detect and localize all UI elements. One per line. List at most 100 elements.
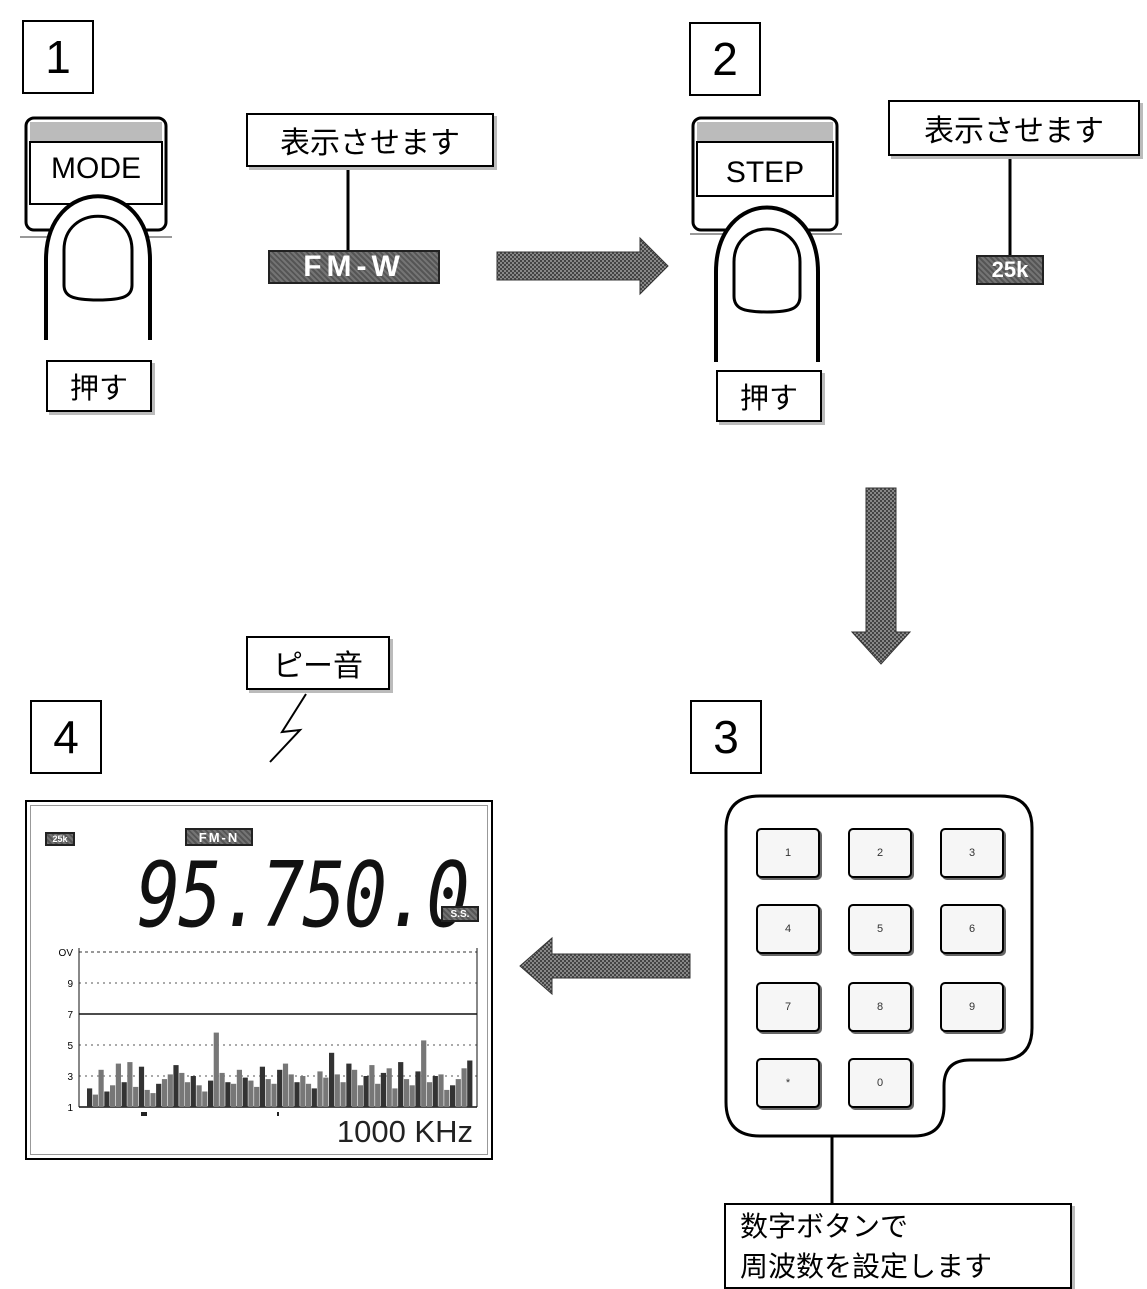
arrow-down-icon <box>850 487 912 665</box>
step-1-press-label: 押す <box>46 360 152 412</box>
step-2-number: 2 <box>689 22 761 96</box>
spectrum-bar <box>461 1068 467 1108</box>
keypad-key-star[interactable]: * <box>756 1058 820 1108</box>
note-line-2: 周波数を設定します <box>740 1250 993 1283</box>
keypad-key-9[interactable]: 9 <box>940 982 1004 1032</box>
spectrum-bar <box>450 1085 456 1107</box>
fm-w-indicator: FM-W <box>268 250 440 284</box>
25k-indicator: 25k <box>976 255 1044 285</box>
spectrum-bar <box>282 1063 289 1107</box>
spectrum-bar <box>444 1089 450 1107</box>
keypad-key-4[interactable]: 4 <box>756 904 820 954</box>
spectrum-bar <box>426 1082 433 1107</box>
spectrum-bar <box>288 1074 294 1107</box>
spectrum-bar <box>346 1063 352 1107</box>
keypad-key-3[interactable]: 3 <box>940 828 1004 878</box>
spectrum-bar <box>409 1085 415 1107</box>
beep-label: ピー音 <box>246 636 390 690</box>
spectrum-bar <box>375 1083 381 1108</box>
spectrum-bar <box>92 1094 98 1107</box>
spectrum-bar <box>115 1063 121 1107</box>
beep-lightning-icon <box>269 693 307 763</box>
spectrum-bar <box>254 1086 260 1107</box>
keypad-key-6[interactable]: 6 <box>940 904 1004 954</box>
step-3-note: 数字ボタンで 周波数を設定します <box>724 1203 1072 1289</box>
spectrum-bar <box>352 1069 358 1107</box>
spectrum-bar <box>87 1088 93 1107</box>
spectrum-bar <box>190 1076 196 1107</box>
spectrum-bar <box>202 1091 208 1107</box>
mode-button-label: MODE <box>51 152 141 185</box>
keypad-key-1[interactable]: 1 <box>756 828 820 878</box>
lcd-mode-badge: FM-N <box>185 828 253 846</box>
spectrum-bar <box>455 1079 461 1107</box>
spectrum-bar <box>421 1040 427 1107</box>
lcd-scale-label: 9 <box>67 979 73 990</box>
spectrum-bar <box>467 1060 473 1107</box>
spectrum-bar <box>167 1074 173 1107</box>
spectrum-bar <box>138 1066 145 1107</box>
spectrum-bar <box>208 1080 214 1107</box>
spectrum-bar <box>386 1068 392 1108</box>
spectrum-bar <box>438 1074 444 1107</box>
spectrum-bar <box>294 1082 300 1107</box>
spectrum-bar <box>265 1079 271 1107</box>
keypad-key-5[interactable]: 5 <box>848 904 912 954</box>
spectrum-bar <box>432 1076 438 1107</box>
spectrum-bar <box>357 1085 363 1107</box>
spectrum-bar <box>363 1076 369 1107</box>
keypad-key-8[interactable]: 8 <box>848 982 912 1032</box>
spectrum-bar <box>242 1077 248 1107</box>
lcd-step-badge: 25k <box>45 832 75 846</box>
step-3-number: 3 <box>690 700 762 774</box>
spectrum-bar <box>104 1091 110 1107</box>
spectrum-bar <box>98 1069 104 1107</box>
spectrum-bar <box>133 1086 139 1107</box>
spectrum-bar <box>380 1072 386 1107</box>
spectrum-bar <box>392 1088 398 1107</box>
keypad-key-7[interactable]: 7 <box>756 982 820 1032</box>
spectrum-bar <box>213 1032 219 1107</box>
spectrum-bar <box>179 1072 185 1107</box>
spectrum-bar <box>184 1082 191 1107</box>
spectrum-bar <box>415 1071 421 1107</box>
note-line-1: 数字ボタンで <box>740 1210 909 1243</box>
lcd-scale-label: 1 <box>67 1103 73 1114</box>
keypad-key-2[interactable]: 2 <box>848 828 912 878</box>
spectrum-bar <box>161 1079 168 1107</box>
lcd-scale-label: 5 <box>67 1041 73 1052</box>
spectrum-bar <box>403 1079 410 1107</box>
spectrum-bar <box>248 1080 254 1107</box>
lcd-scale-label: 3 <box>67 1072 73 1083</box>
spectrum-bar <box>236 1069 242 1107</box>
spectrum-bar <box>340 1082 346 1107</box>
spectrum-bar <box>110 1085 116 1107</box>
spectrum-bar <box>121 1082 127 1107</box>
keypad-key-0[interactable]: 0 <box>848 1058 912 1108</box>
step-button-label: STEP <box>725 156 805 189</box>
spectrum-bar <box>259 1066 265 1107</box>
spectrum-bar <box>271 1083 277 1108</box>
step-1-display-label: 表示させます <box>246 113 494 167</box>
step-button-illustration <box>690 116 1012 362</box>
step-2-display-label: 表示させます <box>888 100 1140 156</box>
arrow-left-icon <box>519 936 691 996</box>
spectrum-bar <box>219 1072 225 1107</box>
spectrum-bar <box>323 1077 329 1107</box>
lcd-scale-label: 7 <box>67 1010 73 1021</box>
spectrum-bar <box>334 1074 340 1107</box>
lcd-right-badge: S.S. <box>441 906 479 922</box>
arrow-right-icon <box>496 236 669 296</box>
spectrum-bar <box>231 1083 237 1108</box>
spectrum-bar <box>196 1085 202 1107</box>
step-4-number: 4 <box>30 700 102 774</box>
spectrum-bar <box>311 1088 317 1107</box>
spectrum-bar <box>398 1062 404 1107</box>
spectrum-bar <box>277 1069 283 1107</box>
spectrum-bar <box>300 1076 306 1107</box>
spectrum-bar <box>150 1093 156 1107</box>
spectrum-bar <box>305 1083 312 1108</box>
spectrum-bar <box>156 1083 162 1108</box>
